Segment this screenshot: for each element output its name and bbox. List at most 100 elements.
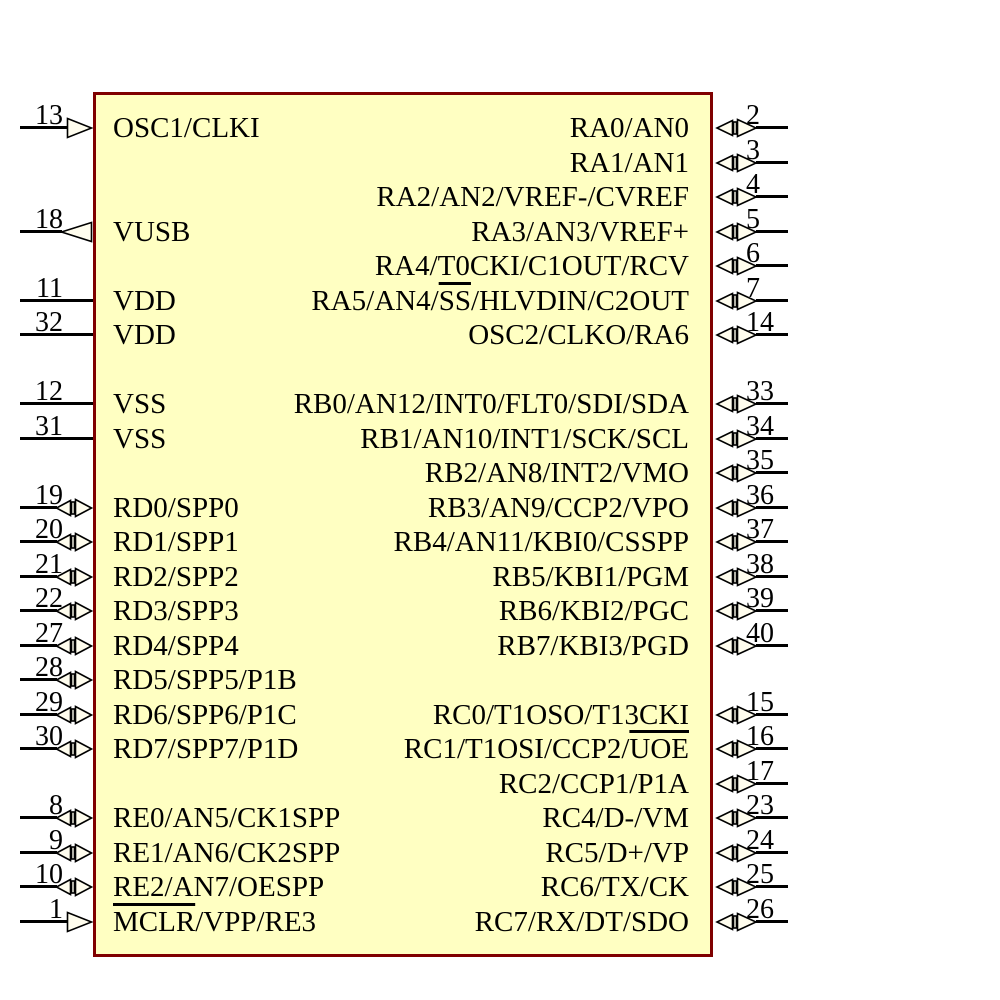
pin-36-label-part: RB3/AN9/CCP2/VPO [427, 491, 689, 524]
pin-29-bidirectional-arrow-icon [55, 704, 93, 725]
pin-23-bidirectional-arrow-icon [715, 808, 758, 828]
pin-28-label-part: RD5/SPP5/P1B [113, 664, 297, 696]
pin-34-bidirectional-arrow-icon [715, 428, 758, 449]
pin-15-bidirectional-arrow-icon [715, 704, 758, 725]
pin-13-input-arrow-icon [66, 117, 93, 139]
pin-9-label-part: RE1/AN6/CK2SPP [113, 836, 341, 869]
pin-7-wire [756, 298, 788, 302]
pin-40-label-part: RB7/KBI3/PGD [497, 629, 689, 662]
pin-9-wire [20, 850, 57, 854]
pin-20-label-part: RD1/SPP1 [113, 526, 239, 558]
pin-8-label: RE0/AN5/CK1SPP [113, 801, 340, 835]
pin-17-label: RC2/CCP1/P1A [268, 767, 689, 801]
pin-16-label-part: RC1/T1OSI/CCP2/ [403, 733, 630, 765]
pin-39-bidirectional-arrow-icon [715, 601, 758, 621]
pin-3-number: 3 [746, 134, 760, 166]
pin-20-wire [20, 540, 57, 543]
pin-28-bidirectional-arrow-icon [55, 670, 93, 690]
pin-14-label: OSC2/CLKO/RA6 [268, 318, 689, 352]
pin-36-bidirectional-arrow-icon [715, 497, 758, 518]
pin-12-label-part: VSS [113, 388, 167, 420]
pin-32-wire [20, 333, 93, 336]
pin-30-label-part: RD7/SPP7/P1D [113, 733, 299, 765]
pin-12-wire [20, 402, 93, 405]
pin-31-wire [20, 436, 93, 440]
pin-19-label: RD0/SPP0 [113, 491, 239, 525]
pin-19-label-part: RD0/SPP0 [113, 491, 239, 524]
pin-9-bidirectional-arrow-icon [55, 842, 93, 863]
pin-29-label-part: RD6/SPP6/P1C [113, 698, 297, 731]
pin-24-bidirectional-arrow-icon [715, 842, 758, 863]
pin-40-wire [756, 643, 788, 647]
pin-15-label: RC0/T1OSO/T13CKI [268, 698, 689, 732]
pin-13-label: OSC1/CLKI [113, 111, 260, 145]
pin-10-wire [20, 885, 57, 888]
pin-27-label-part: RD4/SPP4 [113, 629, 239, 662]
pin-19-number: 19 [35, 479, 63, 511]
pin-26-label-part: RC7/RX/DT/SDO [474, 905, 689, 938]
pin-16-bidirectional-arrow-icon [715, 739, 758, 759]
pin-14-bidirectional-arrow-icon [715, 325, 758, 345]
pin-4-wire [756, 195, 788, 198]
pin-29-wire [20, 712, 57, 716]
pin-38-bidirectional-arrow-icon [715, 566, 758, 587]
pin-21-label: RD2/SPP2 [113, 560, 239, 594]
pin-6-label-part: RA4/T0CKI/C1OUT/RCV [374, 250, 689, 282]
pin-14-label-part: OSC2/CLKO/RA6 [468, 319, 689, 351]
pin-2-wire [756, 126, 788, 129]
pin-36-label: RB3/AN9/CCP2/VPO [268, 491, 689, 525]
pin-25-label-part: RC6/TX/CK [540, 871, 689, 903]
pin-18-number: 18 [35, 203, 63, 235]
pin-33-label: RB0/AN12/INT0/FLT0/SDI/SDA [268, 387, 689, 421]
pin-4-label: RA2/AN2/VREF-/CVREF [268, 180, 689, 214]
pin-26-bidirectional-arrow-icon [715, 911, 758, 932]
pin-7-bidirectional-arrow-icon [715, 290, 758, 311]
pin-3-label-part: RA1/AN1 [569, 146, 689, 179]
pin-10-number: 10 [35, 859, 63, 890]
pin-4-label-part: RA2/AN2/VREF-/CVREF [376, 181, 689, 213]
pin-4-number: 4 [746, 169, 760, 200]
pin-5-wire [756, 229, 788, 233]
pin-2-label: RA0/AN0 [268, 111, 689, 145]
pin-8-bidirectional-arrow-icon [55, 808, 93, 828]
pin-25-wire [756, 885, 788, 888]
pin-10-bidirectional-arrow-icon [55, 877, 93, 897]
pin-3-label: RA1/AN1 [268, 146, 689, 180]
pin-21-bidirectional-arrow-icon [55, 566, 93, 587]
pin-35-label: RB2/AN8/INT2/VMO [268, 456, 689, 490]
pin-10-label-part: RE2/AN7/OESPP [113, 871, 325, 903]
pin-34-label-part: RB1/AN10/INT1/SCK/SCL [360, 422, 689, 455]
pin-35-wire [756, 471, 788, 474]
pin-21-number: 21 [35, 548, 63, 580]
pin-22-label: RD3/SPP3 [113, 594, 239, 628]
pin-27-wire [20, 643, 57, 647]
pin-1-number: 1 [49, 893, 63, 925]
pin-21-label-part: RD2/SPP2 [113, 560, 239, 593]
pin-37-label-part: RB4/AN11/KBI0/CSSPP [393, 526, 689, 558]
pin-33-label-part: RB0/AN12/INT0/FLT0/SDI/SDA [293, 388, 689, 420]
pin-34-wire [756, 436, 788, 440]
pin-37-bidirectional-arrow-icon [715, 532, 758, 552]
pin-23-label-part: RC4/D-/VM [542, 802, 689, 834]
pin-40-bidirectional-arrow-icon [715, 635, 758, 656]
pin-19-wire [20, 505, 57, 509]
pin-22-label-part: RD3/SPP3 [113, 595, 239, 627]
pin-16-label-part-overline: UOE [629, 733, 689, 765]
pin-15-wire [756, 712, 788, 716]
pin-32-label-part: VDD [113, 319, 176, 351]
pin-31-label-part: VSS [113, 422, 167, 455]
pin-11-number: 11 [36, 272, 63, 304]
pin-12-number: 12 [35, 376, 63, 407]
pin-11-wire [20, 298, 93, 302]
pin-31-number: 31 [35, 410, 63, 442]
pin-21-wire [20, 574, 57, 578]
pin-23-label: RC4/D-/VM [268, 801, 689, 835]
pin-8-label-part: RE0/AN5/CK1SPP [113, 802, 341, 834]
pin-1-label-part-overline: MCLR [113, 905, 196, 938]
pin-6-bidirectional-arrow-icon [715, 256, 758, 276]
pin-28-label: RD5/SPP5/P1B [113, 663, 297, 697]
pin-22-bidirectional-arrow-icon [55, 601, 93, 621]
pin-30-label: RD7/SPP7/P1D [113, 732, 298, 766]
pin-28-wire [20, 678, 57, 681]
